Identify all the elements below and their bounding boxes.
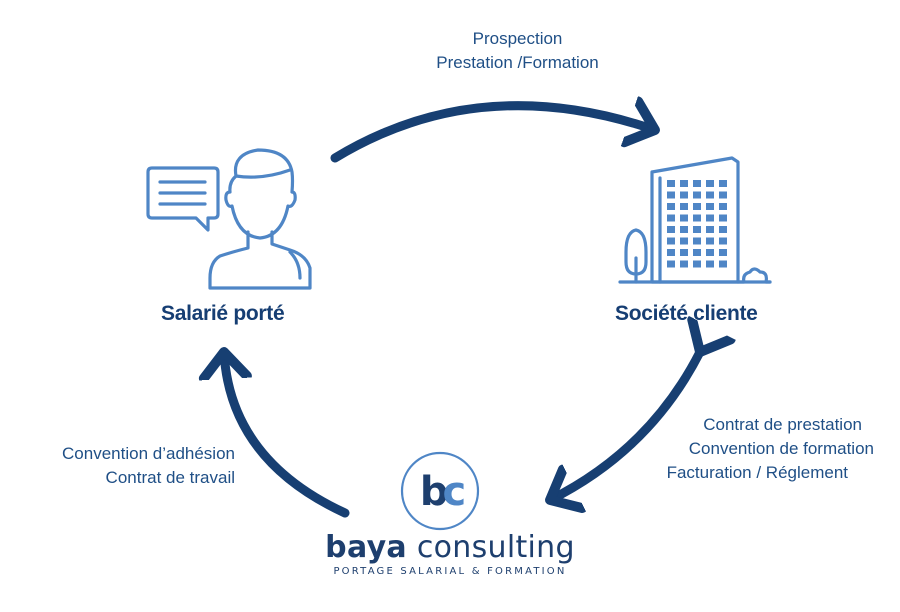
building-window xyxy=(706,180,714,187)
building-window xyxy=(706,237,714,245)
building-window xyxy=(719,214,727,222)
flow-right-line-1: Contrat de prestation xyxy=(703,415,862,434)
building-window xyxy=(693,214,701,222)
building-window xyxy=(667,214,675,222)
building-window xyxy=(706,226,714,233)
node-salarie-porte: Salarié porté xyxy=(161,302,285,325)
building-window xyxy=(667,191,675,199)
building-window xyxy=(719,249,727,256)
building-window xyxy=(719,203,727,210)
building-window xyxy=(680,237,688,245)
flow-left-label: Convention d’adhésion Contrat de travail xyxy=(20,442,235,490)
logo-letter-c: c xyxy=(442,469,466,515)
building-window xyxy=(719,180,727,187)
building-window xyxy=(719,191,727,199)
brand-name: baya consulting xyxy=(300,530,600,566)
arrow-societe-baya xyxy=(550,352,700,500)
building-window xyxy=(667,249,675,256)
tree-icon xyxy=(624,228,648,284)
building-window xyxy=(680,203,688,210)
office-building-icon xyxy=(650,156,740,284)
person-icon xyxy=(208,148,312,290)
bush-icon xyxy=(618,267,772,284)
building-window xyxy=(706,203,714,210)
flow-left-line-2: Contrat de travail xyxy=(105,468,235,487)
brand-name-bold: baya xyxy=(325,530,407,565)
arrow-salarie-to-societe xyxy=(330,106,655,163)
building-window xyxy=(680,260,688,268)
building-window xyxy=(667,203,675,210)
building-windows xyxy=(667,180,727,268)
flow-right-line-2: Convention de formation xyxy=(688,439,874,458)
logo-letter-b: b xyxy=(419,469,449,515)
building-window xyxy=(693,260,701,268)
building-window xyxy=(667,260,675,268)
building-window xyxy=(667,226,675,233)
flow-top-label: Prospection Prestation /Formation xyxy=(425,27,610,75)
building-window xyxy=(680,191,688,199)
building-window xyxy=(693,237,701,245)
flow-right-line-3: Facturation / Réglement xyxy=(666,463,848,482)
building-window xyxy=(680,214,688,222)
building-window xyxy=(719,226,727,233)
flow-right-label: Contrat de prestation Convention de form… xyxy=(640,413,880,485)
building-window xyxy=(706,191,714,199)
node-societe-cliente: Société cliente xyxy=(615,302,758,325)
building-window xyxy=(693,203,701,210)
building-window xyxy=(719,237,727,245)
building-window xyxy=(693,191,701,199)
flow-left-line-1: Convention d’adhésion xyxy=(62,444,235,463)
building-window xyxy=(693,180,701,187)
flow-top-line-2: Prestation /Formation xyxy=(436,53,599,72)
building-window xyxy=(667,237,675,245)
building-window xyxy=(706,214,714,222)
building-window xyxy=(680,180,688,187)
arrow-baya-to-salarie xyxy=(224,352,350,518)
chat-bubble-icon xyxy=(146,166,220,232)
building-window xyxy=(667,180,675,187)
brand-block: baya consulting PORTAGE SALARIAL & FORMA… xyxy=(300,530,600,577)
building-window xyxy=(693,226,701,233)
building-window xyxy=(706,249,714,256)
building-window xyxy=(719,260,727,268)
building-window xyxy=(693,249,701,256)
building-window xyxy=(706,260,714,268)
brand-name-regular: consulting xyxy=(416,530,575,565)
building-window xyxy=(680,226,688,233)
flow-top-line-1: Prospection xyxy=(472,29,563,48)
baya-logo-icon xyxy=(400,451,480,531)
brand-tagline: PORTAGE SALARIAL & FORMATION xyxy=(333,566,567,577)
building-window xyxy=(680,249,688,256)
